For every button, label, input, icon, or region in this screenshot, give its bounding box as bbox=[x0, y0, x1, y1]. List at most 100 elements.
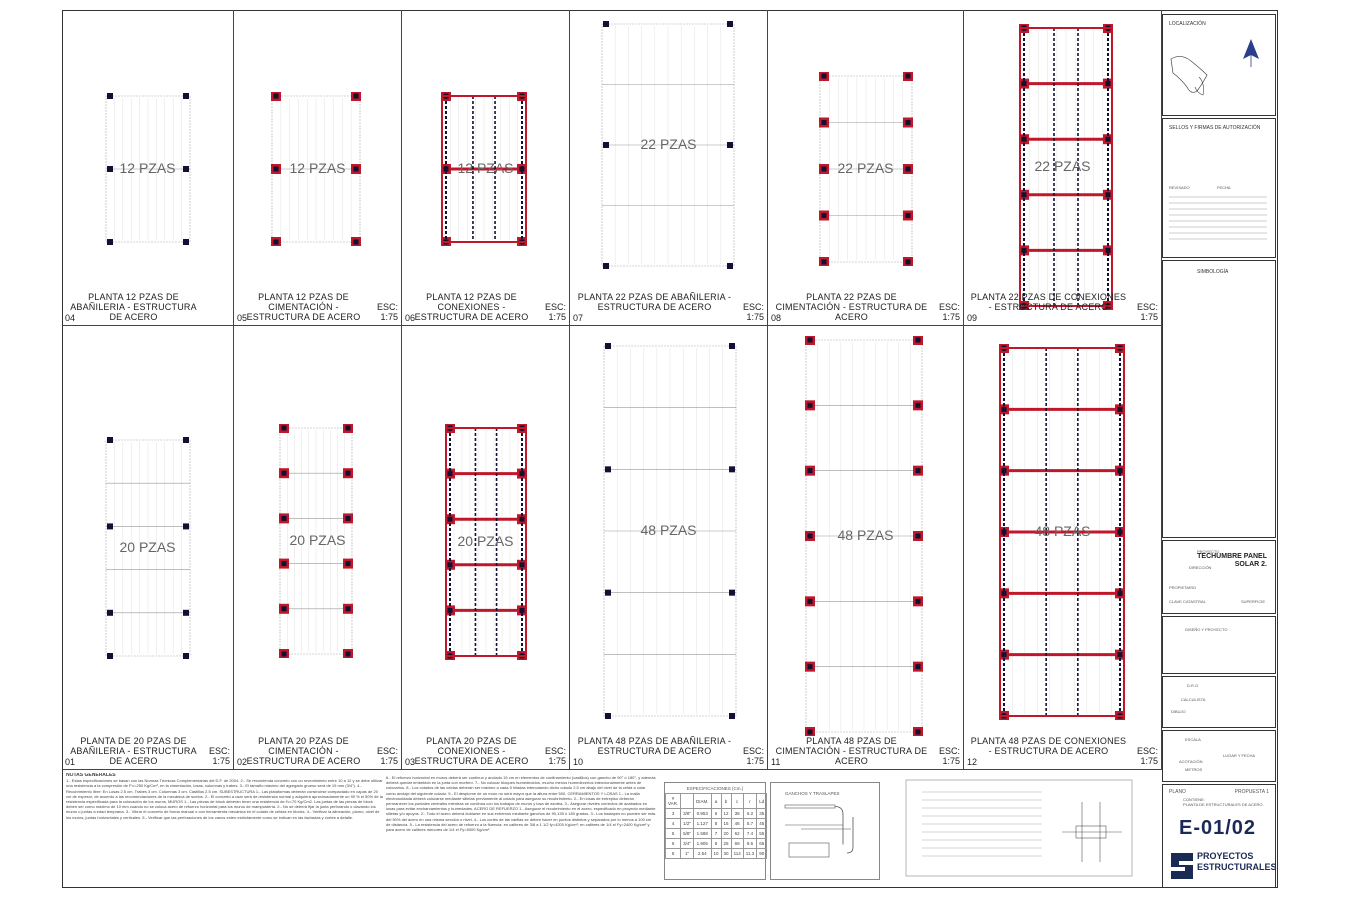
column-marker bbox=[107, 93, 113, 99]
column-marker bbox=[821, 259, 827, 265]
panel-scale: ESC: 1:75 bbox=[742, 746, 764, 766]
spec-cell: 1.905 bbox=[693, 838, 712, 849]
pieces-label: 22 PZAS bbox=[1034, 158, 1091, 174]
spec-cell: 90 bbox=[756, 848, 768, 859]
column-marker bbox=[603, 263, 609, 269]
metros-label: METROS bbox=[1185, 767, 1203, 772]
ganchos-title: GANCHOS Y TRASLAPES bbox=[785, 791, 840, 796]
plan-drawing bbox=[438, 92, 530, 246]
notes-right-text: 6.- El refuerzo horizontal en muros debe… bbox=[386, 775, 656, 833]
pieces-label: 22 PZAS bbox=[640, 136, 697, 152]
superficie-label: SUPERFICIE bbox=[1241, 599, 1266, 604]
column-marker bbox=[183, 239, 189, 245]
spec-cell: 4 bbox=[664, 818, 682, 829]
panel-scale: ESC: 1:75 bbox=[742, 302, 764, 322]
clave-label: CLAVE CATASTRAL bbox=[1169, 599, 1206, 604]
pieces-label: 12 PZAS bbox=[457, 160, 514, 176]
dro-label: D.R.O. bbox=[1187, 683, 1200, 688]
symbol-legend-box bbox=[882, 772, 1160, 886]
panel-number: 09 bbox=[967, 313, 978, 323]
plan-svg bbox=[279, 424, 353, 658]
panel-title: PLANTA 48 PZAS DE ABAÑILERIA - ESTRUCTUR… bbox=[577, 736, 732, 756]
column-marker bbox=[605, 466, 611, 473]
panel-scale: ESC: 1:75 bbox=[544, 746, 566, 766]
escala-label: ESCALA bbox=[1185, 737, 1201, 742]
panel-title: PLANTA 20 PZAS DE CIMENTACIÓN - ESTRUCTU… bbox=[246, 736, 361, 766]
spec-cell: 5 bbox=[664, 828, 682, 839]
panel-number: 07 bbox=[573, 313, 584, 323]
spec-cell: 25 bbox=[720, 838, 732, 849]
panel-scale: ESC: 1:75 bbox=[376, 746, 398, 766]
plan-svg bbox=[819, 72, 913, 266]
spec-cell: 3/8" bbox=[680, 808, 695, 819]
panel-scale: ESC: 1:75 bbox=[938, 302, 960, 322]
brand-logo: PROYECTOS ESTRUCTURALES bbox=[1167, 847, 1277, 885]
localizacion-block: LOCALIZACIÓN bbox=[1162, 14, 1276, 116]
proyecto-label: PROYECTO bbox=[1197, 549, 1220, 554]
panel-title: PLANTA 12 PZAS DE ABAÑILERIA - ESTRUCTUR… bbox=[70, 292, 197, 322]
plan-svg bbox=[603, 343, 737, 719]
plan-drawing bbox=[1016, 24, 1116, 310]
column-marker bbox=[605, 343, 611, 349]
spec-cell: c bbox=[730, 793, 744, 809]
panel-number: 06 bbox=[405, 313, 416, 323]
spec-cell: 45 bbox=[756, 818, 768, 829]
column-marker bbox=[273, 166, 279, 172]
spec-cell: # VAR. bbox=[664, 793, 682, 809]
spec-cell: DIAM. bbox=[693, 793, 712, 809]
spec-cell: 6 bbox=[664, 838, 682, 849]
plan-svg bbox=[441, 92, 527, 246]
spec-cell: 1/2" bbox=[680, 818, 695, 829]
spec-cell: 114 bbox=[730, 848, 744, 859]
simbologia-block: SIMBOLOGÍA bbox=[1162, 260, 1276, 538]
pieces-label: 12 PZAS bbox=[119, 160, 176, 176]
plan-svg bbox=[105, 93, 191, 245]
plan-drawing bbox=[268, 92, 364, 246]
panel-scale: ESC: 1:75 bbox=[208, 746, 230, 766]
spec-cell: 0.953 bbox=[693, 808, 712, 819]
column-marker bbox=[605, 713, 611, 719]
plan-drawing bbox=[816, 72, 916, 266]
column-marker bbox=[345, 651, 351, 657]
plan-panel-04: 12 PZAS PLANTA 12 PZAS DE ABAÑILERIA - ES… bbox=[62, 10, 234, 326]
plan-svg bbox=[601, 21, 735, 269]
plan-drawing bbox=[102, 92, 194, 246]
notes-title: NOTAS GENERALES bbox=[66, 773, 116, 778]
column-marker bbox=[281, 651, 287, 657]
escala-block: ESCALA LUGAR Y FECHA ACOTACIÓN METROS bbox=[1162, 730, 1276, 782]
spec-cell bbox=[680, 793, 695, 809]
spec-cell: 46 bbox=[730, 818, 744, 829]
column-marker bbox=[183, 653, 189, 659]
column-marker bbox=[807, 664, 813, 670]
column-marker bbox=[729, 466, 735, 473]
spec-cell: 8 bbox=[710, 818, 722, 829]
column-marker bbox=[183, 166, 189, 172]
column-marker bbox=[915, 402, 921, 408]
column-marker bbox=[183, 93, 189, 99]
contiene-value: PLANTA DE ESTRUCTURALES DE ACERO. bbox=[1183, 802, 1264, 807]
column-marker bbox=[281, 561, 287, 567]
spec-cell: 65 bbox=[756, 838, 768, 849]
column-marker bbox=[281, 515, 287, 521]
brand-logo-icon bbox=[1171, 853, 1193, 879]
pieces-label: 48 PZAS bbox=[837, 527, 894, 543]
sellos-block: SELLOS Y FIRMAS DE AUTORIZACIÓN REVISADO… bbox=[1162, 118, 1276, 258]
panel-number: 10 bbox=[573, 757, 584, 767]
acotacion-label: ACOTACIÓN bbox=[1179, 759, 1203, 764]
column-marker bbox=[603, 142, 609, 148]
spec-cell: 15 bbox=[720, 818, 732, 829]
propuesta-label: PROPUESTA 1 bbox=[1234, 789, 1269, 795]
diseno-label: DISEÑO Y PROYECTO bbox=[1185, 627, 1228, 632]
panel-title: PLANTA 20 PZAS DE CONEXIONES - ESTRUCTUR… bbox=[414, 736, 529, 766]
panel-scale: ESC: 1:75 bbox=[376, 302, 398, 322]
brand-name: PROYECTOS ESTRUCTURALES bbox=[1197, 851, 1277, 872]
column-marker bbox=[183, 437, 189, 443]
plan-svg bbox=[1019, 24, 1113, 310]
spec-cell: 5.7 bbox=[742, 818, 758, 829]
